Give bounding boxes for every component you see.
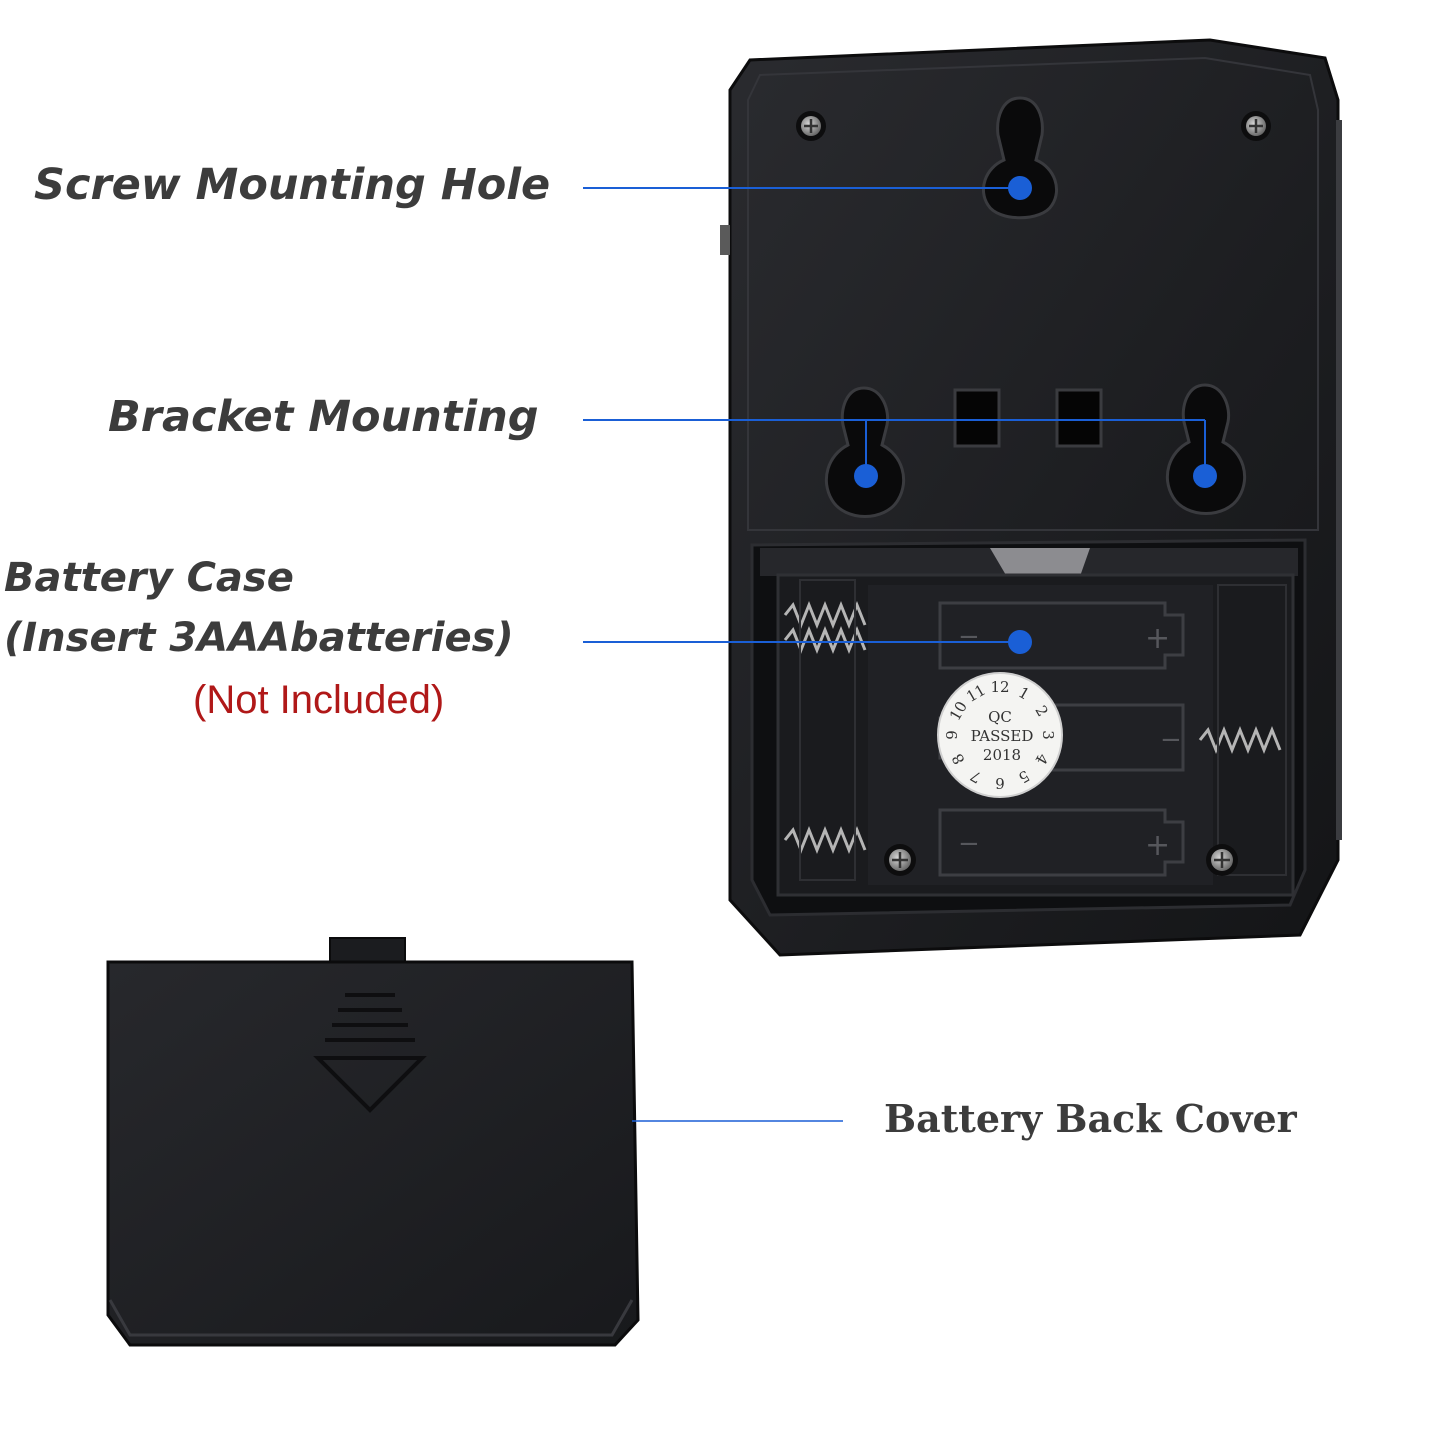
vent-slot [1055, 388, 1103, 448]
qc-ring-number: 12 [990, 678, 1009, 696]
callout-dot [1008, 176, 1032, 200]
label-screw-mounting-hole: Screw Mounting Hole [34, 160, 551, 210]
label-not-included: (Not Included) [193, 678, 445, 722]
corner-screw-icon [796, 111, 826, 141]
qc-ring-number: 3 [1039, 730, 1057, 740]
slot-minus: − [958, 622, 980, 652]
slot-plus: + [1145, 621, 1170, 656]
arrow-down-icon [313, 993, 427, 1113]
slot-minus: − [958, 829, 980, 859]
compartment-screw-icon [884, 844, 916, 876]
qc-status: PASSED [971, 727, 1034, 745]
label-bracket-mounting: Bracket Mounting [108, 392, 539, 442]
callout-dot [1008, 630, 1032, 654]
battery-spring-icon [783, 600, 1282, 855]
vent-slot [953, 388, 1001, 448]
battery-slot-3: − + [938, 808, 1185, 877]
battery-back-cover [106, 937, 640, 1347]
slot-plus: + [1145, 828, 1170, 863]
qc-year: 2018 [983, 746, 1021, 764]
callout-dot [854, 464, 878, 488]
spring-rail [1217, 584, 1287, 876]
corner-screw-icon [1241, 111, 1271, 141]
qc-ring-number: 9 [943, 730, 961, 740]
slot-minus: − [1160, 725, 1182, 755]
spring-rail [799, 579, 856, 881]
qc-ring-number: 6 [995, 774, 1005, 792]
label-battery-back-cover: Battery Back Cover [884, 1096, 1297, 1141]
qc-title: QC [988, 708, 1012, 726]
label-battery-case: Battery Case [4, 555, 294, 601]
compartment-screw-icon [1206, 844, 1238, 876]
battery-slot-1: − + [938, 601, 1185, 670]
callout-dot [1193, 464, 1217, 488]
label-battery-case-detail: (Insert 3AAAbatteries) [4, 615, 514, 661]
